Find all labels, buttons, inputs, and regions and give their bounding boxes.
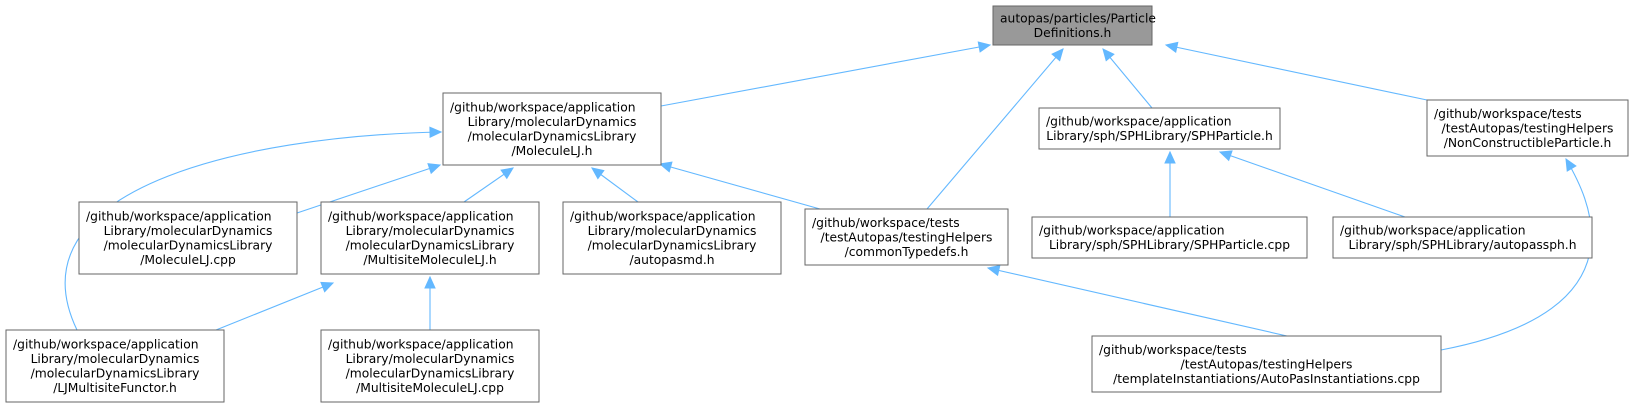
arrowhead-icon — [1164, 150, 1176, 164]
node-label-line: /templateInstantiations/AutoPasInstantia… — [1113, 372, 1420, 386]
node-label-line: /molecularDynamicsLibrary — [104, 239, 273, 253]
node-multisite_cpp[interactable]: /github/workspace/applicationLibrary/mol… — [320, 329, 540, 403]
node-label-line: /github/workspace/application — [1046, 115, 1232, 129]
edge-autopassph-to-sphparticle_h — [1219, 151, 1406, 218]
node-label-line: /autopasmd.h — [629, 253, 714, 267]
node-box — [1091, 335, 1442, 393]
arrowhead-icon — [1051, 48, 1064, 62]
arrowhead-icon — [986, 264, 1001, 277]
node-label-line: /github/workspace/application — [328, 338, 514, 352]
node-label-line: /MoleculeLJ.h — [512, 144, 593, 158]
node-label-line: /github/workspace/tests — [1434, 107, 1582, 121]
node-box — [1038, 107, 1281, 150]
arrowhead-icon — [1218, 150, 1233, 162]
node-label-line: Library/sph/SPHLibrary/SPHParticle.cpp — [1049, 238, 1290, 252]
node-label-line: /github/workspace/application — [1039, 224, 1225, 238]
node-autopasinst[interactable]: /github/workspace/tests/testAutopas/test… — [1091, 335, 1442, 393]
node-label-line: /MultisiteMoleculeLJ.cpp — [356, 381, 504, 395]
node-label-line: /testAutopas/testingHelpers — [1442, 121, 1614, 135]
node-label-line: /commonTypedefs.h — [845, 245, 969, 259]
node-label-line: /github/workspace/tests — [812, 216, 960, 230]
edge-ljmultisite-to-moleculelj_h — [64, 131, 442, 331]
node-commontypedefs[interactable]: /github/workspace/tests/testAutopas/test… — [804, 208, 1009, 266]
node-multisite_h[interactable]: /github/workspace/applicationLibrary/mol… — [320, 201, 540, 275]
node-box — [562, 201, 782, 275]
node-label-line: /testAutopas/testingHelpers — [1181, 357, 1353, 371]
edge-commontypedefs-to-particledefs — [926, 48, 1064, 210]
arrowhead-icon — [1164, 41, 1179, 54]
node-moleculelj_cpp[interactable]: /github/workspace/applicationLibrary/mol… — [78, 201, 298, 275]
node-box — [1426, 99, 1629, 157]
edge-moleculelj_h-to-particledefs — [660, 44, 991, 107]
edge-sphparticle_h-to-particledefs — [1102, 48, 1153, 109]
node-box — [320, 329, 540, 403]
node-box — [804, 208, 1009, 266]
node-label-line: Library/molecularDynamics — [346, 352, 515, 366]
arrowhead-icon — [427, 163, 442, 175]
arrowhead-icon — [429, 126, 443, 139]
node-label-line: /MoleculeLJ.cpp — [140, 253, 236, 267]
node-label-line: /github/workspace/application — [450, 101, 636, 115]
edge-autopasinst-to-commontypedefs — [987, 267, 1288, 337]
node-label-line: Library/molecularDynamics — [104, 224, 273, 238]
node-moleculelj_h[interactable]: /github/workspace/applicationLibrary/mol… — [442, 92, 662, 166]
node-nonconstructible[interactable]: /github/workspace/tests/testAutopas/test… — [1426, 99, 1629, 157]
arrowhead-icon — [424, 275, 436, 289]
node-box — [1031, 216, 1308, 259]
node-label-line: /NonConstructibleParticle.h — [1444, 136, 1612, 150]
edge-commontypedefs-to-moleculelj_h — [659, 163, 821, 210]
node-label-line: /github/workspace/application — [86, 210, 272, 224]
arrowhead-icon — [591, 167, 605, 180]
arrowhead-icon — [1102, 48, 1115, 62]
node-autopasmd[interactable]: /github/workspace/applicationLibrary/mol… — [562, 201, 782, 275]
node-label-line: /MultisiteMoleculeLJ.h — [363, 253, 496, 267]
node-label-line: Definitions.h — [1034, 26, 1112, 40]
node-label-line: Library/sph/SPHLibrary/autopassph.h — [1348, 238, 1576, 252]
node-label-line: Library/molecularDynamics — [31, 352, 200, 366]
node-sphparticle_cpp[interactable]: /github/workspace/applicationLibrary/sph… — [1031, 216, 1308, 259]
arrowhead-icon — [320, 281, 335, 293]
node-label-line: Library/molecularDynamics — [346, 224, 515, 238]
node-label-line: /LJMultisiteFunctor.h — [53, 381, 177, 395]
node-box — [992, 5, 1153, 46]
node-label-line: Library/molecularDynamics — [588, 224, 757, 238]
arrowhead-icon — [977, 41, 992, 53]
node-sphparticle_h[interactable]: /github/workspace/applicationLibrary/sph… — [1038, 107, 1281, 150]
node-label-line: /molecularDynamicsLibrary — [468, 130, 637, 144]
node-label-line: /molecularDynamicsLibrary — [588, 239, 757, 253]
node-label-line: /molecularDynamicsLibrary — [31, 367, 200, 381]
node-label-line: /github/workspace/tests — [1099, 343, 1247, 357]
edge-ljmultisite-to-multisite_h — [215, 282, 334, 331]
node-label-line: /github/workspace/application — [13, 338, 199, 352]
node-label-line: /github/workspace/application — [328, 210, 514, 224]
node-box — [320, 201, 540, 275]
node-label-line: Library/sph/SPHLibrary/SPHParticle.h — [1046, 129, 1273, 143]
arrowhead-icon — [658, 161, 673, 173]
node-box — [442, 92, 662, 166]
arrowhead-icon — [500, 167, 514, 180]
node-box — [78, 201, 298, 275]
node-ljmultisite[interactable]: /github/workspace/applicationLibrary/mol… — [5, 329, 225, 403]
node-label-line: /molecularDynamicsLibrary — [346, 367, 515, 381]
node-label-line: /molecularDynamicsLibrary — [346, 239, 515, 253]
node-label-line: /github/workspace/application — [1340, 224, 1526, 238]
node-label-line: /testAutopas/testingHelpers — [821, 230, 993, 244]
node-box — [5, 329, 225, 403]
node-label-line: /github/workspace/application — [570, 210, 756, 224]
node-box — [1332, 216, 1593, 259]
arrowhead-icon — [1565, 157, 1577, 172]
edge-layer — [64, 41, 1592, 351]
edge-nonconstructible-to-particledefs — [1165, 44, 1428, 101]
node-label-line: autopas/particles/Particle — [1000, 12, 1156, 26]
node-label-line: Library/molecularDynamics — [468, 115, 637, 129]
node-autopassph[interactable]: /github/workspace/applicationLibrary/sph… — [1332, 216, 1593, 259]
